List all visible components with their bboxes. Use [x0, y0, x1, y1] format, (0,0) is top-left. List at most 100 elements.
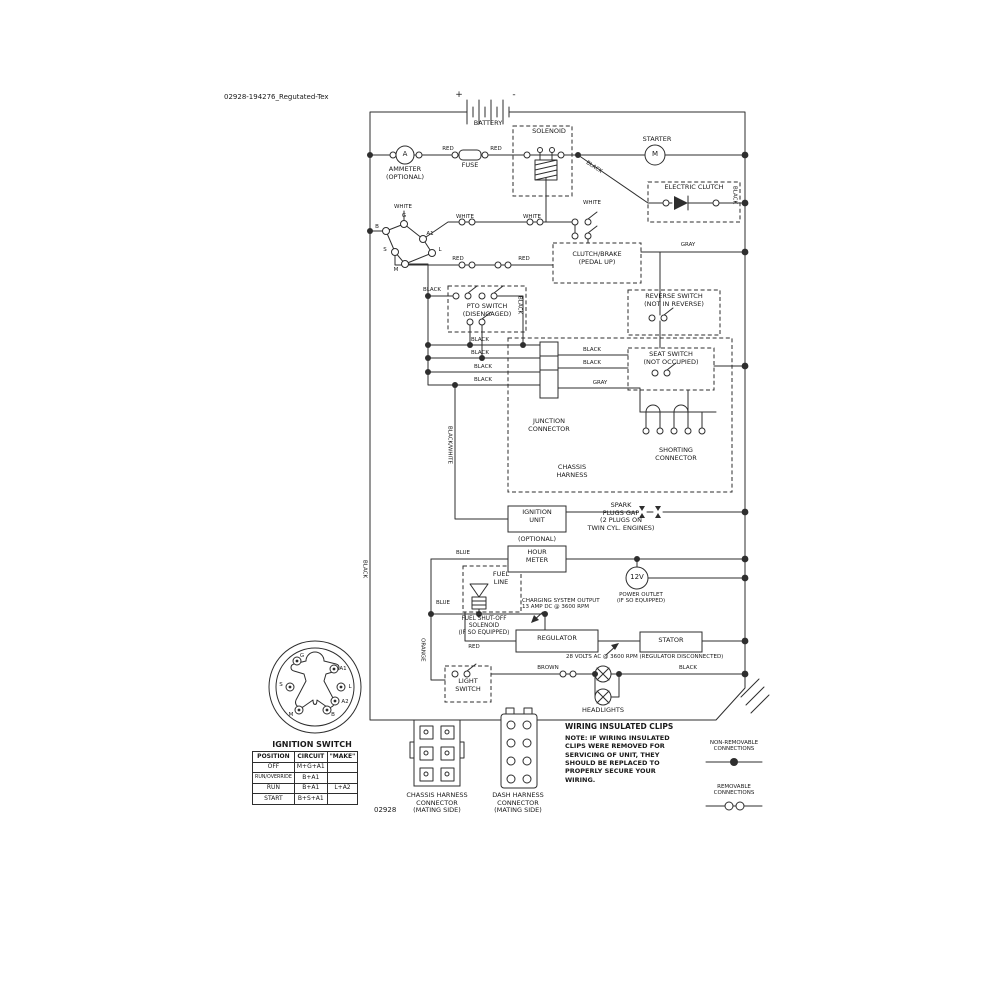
fuel-line-label: FUEL LINE — [492, 570, 510, 586]
wire-label-black: BLACK — [731, 186, 738, 205]
solenoid-label: SOLENOID — [532, 127, 566, 135]
table-cell: RUN/OVERRIDE — [252, 772, 295, 784]
terminal-s: S — [383, 247, 387, 253]
seat-switch-label: SEAT SWITCH (NOT OCCUPIED) — [643, 350, 699, 366]
shorting-connector-symbol — [639, 404, 717, 429]
fuel-line-box — [462, 565, 522, 613]
battery-long-plates — [466, 99, 504, 125]
terminal-s: S — [279, 682, 283, 688]
battery-label: BATTERY — [473, 119, 503, 127]
terminal-g: G — [299, 653, 305, 659]
stator-output-note: 28 VOLTS AC @ 3600 RPM (REGULATOR DISCON… — [566, 654, 724, 660]
ignition-unit-box — [507, 505, 567, 533]
table-cell: L+A2 — [326, 782, 359, 795]
legend-removable: REMOVABLE CONNECTIONS — [713, 784, 755, 797]
fuse-body — [458, 149, 482, 161]
table-row: RUN/OVERRIDE B+A1 — [252, 772, 359, 784]
dash-connector-tabs — [505, 707, 533, 715]
table-cell: B+A1 — [293, 782, 328, 795]
table-row: RUN B+A1 L+A2 — [252, 782, 359, 795]
terminal-g: G — [401, 213, 407, 219]
main-wiring — [369, 111, 746, 721]
starter-motor-symbol — [644, 144, 666, 166]
table-header: CIRCUIT — [293, 751, 328, 763]
optional-label: (OPTIONAL) — [517, 535, 557, 543]
wire-label-red: RED — [490, 146, 502, 152]
wire-label-black: BLACK — [470, 337, 490, 343]
table-cell — [326, 761, 359, 774]
starter-letter: M — [651, 150, 659, 158]
junction-dots — [288, 151, 749, 766]
terminal-b: B — [375, 224, 379, 230]
charging-output-label: CHARGING SYSTEM OUTPUT 13 AMP DC @ 3600 … — [522, 598, 600, 611]
wire-label-black: BLACK — [422, 287, 442, 293]
chassis-connector-pins — [409, 725, 465, 782]
battery-short-plates — [472, 106, 510, 118]
spark-gap-icons — [639, 506, 661, 518]
wire-label-red: RED — [442, 146, 454, 152]
wire-label-red: RED — [452, 256, 464, 262]
terminal-m: M — [288, 712, 294, 718]
component-boxes-solid — [413, 149, 703, 789]
table-cell: M+G+A1 — [293, 761, 328, 774]
filled-glyphs — [531, 196, 688, 650]
chassis-harness-label: CHASSIS HARNESS — [556, 463, 588, 479]
terminal-b: B — [331, 712, 335, 718]
terminal-l: L — [348, 684, 352, 690]
wire-label-black: BLACK — [470, 350, 490, 356]
table-cell: B+S+A1 — [293, 793, 328, 805]
pto-contact-levers — [467, 285, 504, 320]
table-cell: RUN — [252, 782, 295, 795]
wire-label-gray: GRAY — [592, 380, 608, 386]
terminal-a2: A2 — [341, 699, 349, 705]
shorting-connector-label: SHORTING CONNECTOR — [655, 446, 697, 462]
power-outlet-label: POWER OUTLET (IF SO EQUIPPED) — [616, 592, 666, 605]
terminal-m: M — [393, 267, 399, 273]
wire-label-black: BLACK — [361, 560, 368, 579]
ground-symbol — [740, 678, 770, 714]
reverse-switch-box — [627, 289, 721, 336]
solenoid-box — [512, 125, 573, 197]
wire-label-black: BLACK — [582, 347, 602, 353]
light-switch-box — [444, 665, 492, 703]
dash-connector-body — [500, 713, 538, 789]
wire-label-black: BLACK — [473, 364, 493, 370]
pto-switch-label: PTO SWITCH (DISENGAGED) — [462, 302, 512, 318]
wire-label-black: BLACK — [516, 296, 523, 315]
table-cell: B+A1 — [293, 772, 328, 784]
clips-title: WIRING INSULATED CLIPS — [565, 722, 674, 731]
wire-label-red: RED — [468, 644, 480, 650]
wire-label-blue: BLUE — [435, 600, 451, 606]
charging-arrowhead — [531, 615, 539, 623]
junction-pins — [539, 355, 559, 371]
battery-plus: + — [455, 90, 463, 100]
starter-label: STARTER — [642, 135, 672, 143]
wire-label-black-white: BLACK/WHITE — [446, 426, 453, 464]
headlights-label: HEADLIGHTS — [581, 706, 625, 714]
table-header: POSITION — [252, 751, 295, 763]
pto-switch-box — [447, 285, 527, 333]
table-cell — [326, 772, 359, 784]
stator-label: STATOR — [658, 636, 684, 644]
ammeter-label: AMMETER (OPTIONAL) — [385, 165, 425, 181]
wire-label-orange: ORANGE — [419, 638, 426, 662]
seat-switch-box — [627, 347, 715, 391]
electric-clutch-label: ELECTRIC CLUTCH — [664, 183, 724, 191]
seat-lever — [666, 362, 677, 371]
wire-label-white: WHITE — [393, 204, 413, 210]
power-outlet-voltage: 12V — [630, 573, 644, 581]
legend-non-removable: NON-REMOVABLE CONNECTIONS — [709, 740, 759, 753]
ignition-switch-title: IGNITION SWITCH — [272, 740, 352, 749]
dash-connector-label: DASH HARNESS CONNECTOR (MATING SIDE) — [492, 791, 544, 815]
chassis-harness-box — [507, 337, 733, 493]
wire-label-white: WHITE — [582, 200, 602, 206]
hour-meter-label: HOUR METER — [525, 548, 549, 564]
component-boxes-dashed — [444, 125, 741, 703]
key-shape — [290, 651, 340, 708]
hour-meter-box — [507, 545, 567, 573]
wire-label-black: BLACK — [473, 377, 493, 383]
table-cell: OFF — [252, 761, 295, 774]
table-header: "MAKE" — [326, 751, 359, 763]
light-switch-lever — [466, 663, 477, 672]
